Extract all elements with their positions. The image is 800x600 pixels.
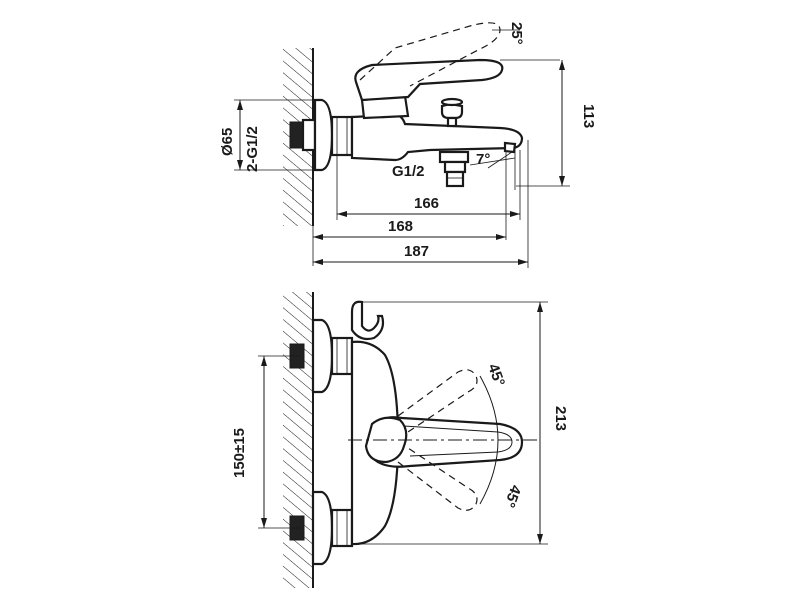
label-height-113: 113	[580, 104, 597, 128]
label-angle-7: 7°	[476, 151, 490, 168]
flange-lower	[311, 490, 334, 566]
rotation-arc	[479, 375, 499, 505]
label-angle-45-upper: 45°	[484, 362, 508, 389]
label-length-168: 168	[388, 218, 413, 235]
lever-rotated-up	[397, 369, 478, 433]
lever-handle	[354, 58, 504, 102]
plan-view	[258, 292, 548, 588]
connector-nut-top	[330, 115, 354, 157]
label-thread-outlet: G1/2	[392, 163, 425, 180]
label-angle-25: 25°	[508, 22, 525, 45]
label-spacing-150: 150±15	[231, 428, 248, 478]
wall-hatching-bottom	[283, 292, 313, 588]
side-elevation-view	[234, 22, 570, 268]
label-height-213: 213	[552, 406, 569, 431]
outlet-fitting	[438, 150, 470, 164]
flange-top	[313, 98, 334, 172]
label-length-187: 187	[404, 243, 429, 260]
label-angle-45-lower: 45°	[500, 483, 524, 510]
inlet-thread-top	[289, 121, 305, 149]
label-length-166: 166	[414, 195, 439, 212]
label-thread-inlet: 2-G1/2	[244, 126, 261, 172]
flange-upper	[311, 318, 334, 394]
mixer-body-top	[350, 113, 524, 162]
shower-holder	[350, 300, 385, 341]
inlet-nut-top	[301, 118, 317, 152]
label-diameter-65: Ø65	[219, 128, 236, 156]
spout-nozzle	[503, 141, 517, 154]
lever-rotated-down	[397, 447, 478, 511]
